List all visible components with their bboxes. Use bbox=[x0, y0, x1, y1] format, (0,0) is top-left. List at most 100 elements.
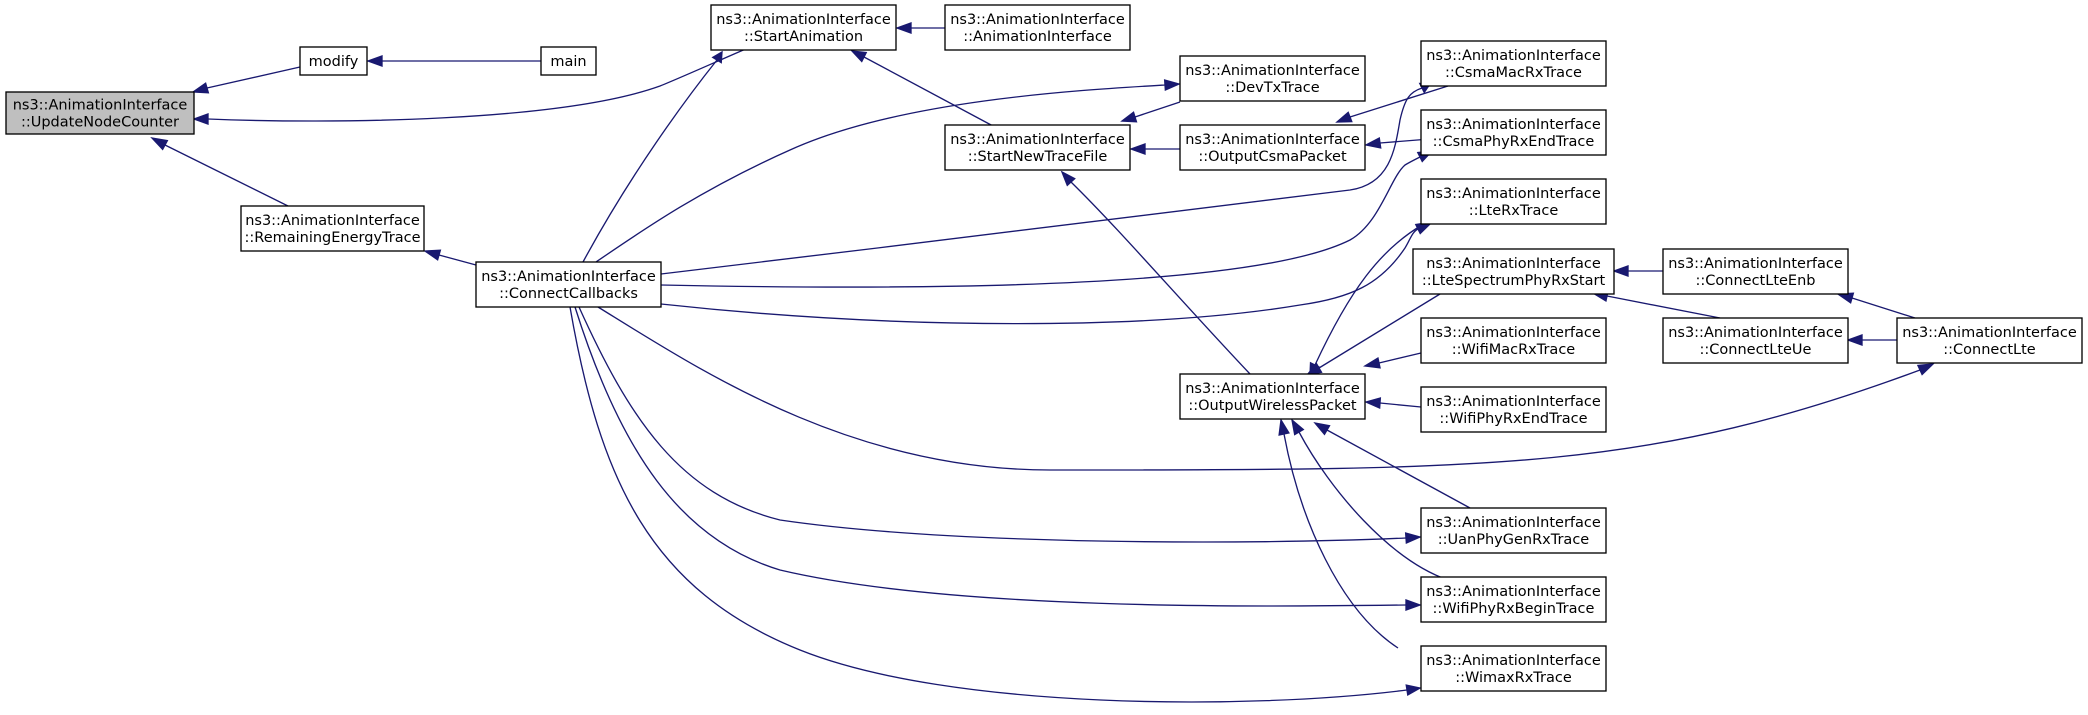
node-box bbox=[1420, 178, 1607, 225]
node-label-line: ::WimaxRxTrace bbox=[1455, 670, 1572, 686]
arrowhead bbox=[1405, 684, 1422, 696]
arrowhead bbox=[1364, 137, 1382, 149]
edge-line bbox=[569, 306, 1408, 703]
arrowhead bbox=[1335, 111, 1353, 123]
node-update-node-counter[interactable]: ns3::AnimationInterface::UpdateNodeCount… bbox=[5, 91, 195, 135]
node-output-csma-packet[interactable]: ns3::AnimationInterface::OutputCsmaPacke… bbox=[1179, 124, 1366, 171]
node-box bbox=[1412, 248, 1615, 295]
node-main[interactable]: main bbox=[540, 46, 597, 76]
edges-layer bbox=[150, 22, 1935, 703]
arrowhead bbox=[1060, 170, 1076, 187]
node-label-line: ::CsmaMacRxTrace bbox=[1445, 65, 1582, 81]
node-label-line: ::ConnectLteUe bbox=[1700, 342, 1812, 358]
node-box bbox=[1179, 55, 1366, 102]
edge-line bbox=[582, 59, 718, 263]
node-box bbox=[1420, 40, 1607, 87]
node-box bbox=[944, 124, 1131, 171]
edge-line bbox=[597, 306, 1921, 471]
node-lte-spectrum-phy-rx-start[interactable]: ns3::AnimationInterface::LteSpectrumPhyR… bbox=[1412, 248, 1615, 295]
node-connect-lte-ue[interactable]: ns3::AnimationInterface::ConnectLteUe bbox=[1662, 317, 1849, 364]
node-label-line: ::ConnectLte bbox=[1943, 342, 2035, 358]
node-box bbox=[1179, 373, 1366, 420]
node-modify[interactable]: modify bbox=[299, 46, 368, 76]
edge-line bbox=[207, 47, 749, 122]
node-label-line: main bbox=[550, 54, 586, 70]
edge-line bbox=[1134, 101, 1181, 118]
node-start-animation[interactable]: ns3::AnimationInterface::StartAnimation bbox=[710, 4, 897, 51]
node-uan-phy-gen-rx-trace[interactable]: ns3::AnimationInterface::UanPhyGenRxTrac… bbox=[1420, 507, 1607, 554]
node-label-line: ns3::AnimationInterface bbox=[950, 132, 1125, 148]
edge-line bbox=[1851, 297, 1916, 319]
node-start-new-trace-file[interactable]: ns3::AnimationInterface::StartNewTraceFi… bbox=[944, 124, 1131, 171]
node-label-line: ::CsmaPhyRxEndTrace bbox=[1433, 134, 1595, 150]
edge-wimax-rx-trace-to-output-wireless-packet bbox=[1278, 418, 1399, 649]
arrowhead bbox=[1120, 111, 1138, 123]
node-label-line: ::UanPhyGenRxTrace bbox=[1438, 532, 1590, 548]
node-box bbox=[1420, 386, 1607, 433]
node-label-line: ns3::AnimationInterface bbox=[1426, 394, 1601, 410]
node-box bbox=[1179, 124, 1366, 171]
node-label-line: ns3::AnimationInterface bbox=[13, 98, 188, 114]
node-label-line: ns3::AnimationInterface bbox=[1426, 256, 1601, 272]
node-box bbox=[240, 205, 425, 252]
node-wifi-phy-rx-begin-trace[interactable]: ns3::AnimationInterface::WifiPhyRxBeginT… bbox=[1420, 576, 1607, 623]
node-connect-lte-enb[interactable]: ns3::AnimationInterface::ConnectLteEnb bbox=[1662, 248, 1849, 295]
node-label-line: ::WifiMacRxTrace bbox=[1452, 342, 1576, 358]
node-label-line: ns3::AnimationInterface bbox=[1185, 132, 1360, 148]
node-connect-callbacks[interactable]: ns3::AnimationInterface::ConnectCallback… bbox=[475, 261, 662, 308]
edge-connect-callbacks-to-connect-lte bbox=[597, 306, 1935, 471]
edge-connect-lte-ue-to-lte-spectrum-phy-rx-start bbox=[1591, 290, 1721, 319]
arrowhead bbox=[1916, 363, 1935, 376]
edge-line bbox=[1318, 293, 1441, 369]
node-dev-tx-trace[interactable]: ns3::AnimationInterface::DevTxTrace bbox=[1179, 55, 1366, 102]
edge-line bbox=[660, 87, 1423, 275]
node-label-line: ns3::AnimationInterface bbox=[1426, 48, 1601, 64]
arrowhead bbox=[1313, 422, 1331, 436]
arrowhead bbox=[1404, 532, 1422, 544]
arrowhead bbox=[895, 22, 912, 34]
node-animation-interface[interactable]: ns3::AnimationInterface::AnimationInterf… bbox=[944, 4, 1131, 51]
node-box bbox=[1896, 317, 2083, 364]
arrowhead bbox=[1363, 357, 1381, 369]
node-box bbox=[1420, 317, 1607, 364]
arrowhead bbox=[711, 50, 723, 64]
node-box bbox=[540, 46, 597, 76]
node-label-line: ::ConnectLteEnb bbox=[1696, 273, 1816, 289]
edge-connect-callbacks-to-wifi-phy-rx-begin-trace bbox=[574, 306, 1422, 611]
edge-start-animation-to-update-node-counter bbox=[192, 47, 749, 125]
node-lte-rx-trace[interactable]: ns3::AnimationInterface::LteRxTrace bbox=[1420, 178, 1607, 225]
edge-connect-callbacks-to-wimax-rx-trace bbox=[569, 306, 1422, 703]
node-box bbox=[299, 46, 368, 76]
node-label-line: ::ConnectCallbacks bbox=[499, 286, 638, 302]
node-wifi-mac-rx-trace[interactable]: ns3::AnimationInterface::WifiMacRxTrace bbox=[1420, 317, 1607, 364]
node-csma-phy-rx-end-trace[interactable]: ns3::AnimationInterface::CsmaPhyRxEndTra… bbox=[1420, 109, 1607, 156]
node-box bbox=[1420, 645, 1607, 692]
nodes-layer: ns3::AnimationInterface::UpdateNodeCount… bbox=[5, 4, 2083, 692]
node-label-line: ::OutputWirelessPacket bbox=[1188, 398, 1357, 414]
edge-line bbox=[1326, 429, 1471, 509]
node-csma-mac-rx-trace[interactable]: ns3::AnimationInterface::CsmaMacRxTrace bbox=[1420, 40, 1607, 87]
node-connect-lte[interactable]: ns3::AnimationInterface::ConnectLte bbox=[1896, 317, 2083, 364]
edge-line bbox=[863, 56, 994, 127]
node-remaining-energy-trace[interactable]: ns3::AnimationInterface::RemainingEnergy… bbox=[240, 205, 425, 252]
arrowhead bbox=[191, 82, 210, 94]
node-output-wireless-packet[interactable]: ns3::AnimationInterface::OutputWirelessP… bbox=[1179, 373, 1366, 420]
edge-modify-to-update-node-counter bbox=[191, 66, 301, 94]
node-wifi-phy-rx-end-trace[interactable]: ns3::AnimationInterface::WifiPhyRxEndTra… bbox=[1420, 386, 1607, 433]
edge-output-csma-packet-to-start-new-trace-file bbox=[1129, 143, 1180, 155]
edge-output-wireless-packet-to-start-new-trace-file bbox=[1060, 170, 1251, 375]
node-label-line: ns3::AnimationInterface bbox=[1426, 653, 1601, 669]
node-wimax-rx-trace[interactable]: ns3::AnimationInterface::WimaxRxTrace bbox=[1420, 645, 1607, 692]
node-label-line: ::WifiPhyRxBeginTrace bbox=[1433, 601, 1595, 617]
edge-line bbox=[164, 144, 289, 207]
edge-line bbox=[660, 228, 1419, 325]
arrowhead bbox=[1364, 397, 1382, 409]
edge-uan-phy-gen-rx-trace-to-output-wireless-packet bbox=[1313, 422, 1471, 509]
edge-dev-tx-trace-to-start-new-trace-file bbox=[1120, 101, 1181, 123]
node-label-line: ::DevTxTrace bbox=[1225, 80, 1319, 96]
node-label-line: ns3::AnimationInterface bbox=[481, 269, 656, 285]
node-label-line: ::UpdateNodeCounter bbox=[21, 115, 179, 131]
edge-csma-mac-rx-trace-to-output-csma-packet bbox=[1335, 85, 1449, 123]
edge-line bbox=[1298, 431, 1449, 581]
